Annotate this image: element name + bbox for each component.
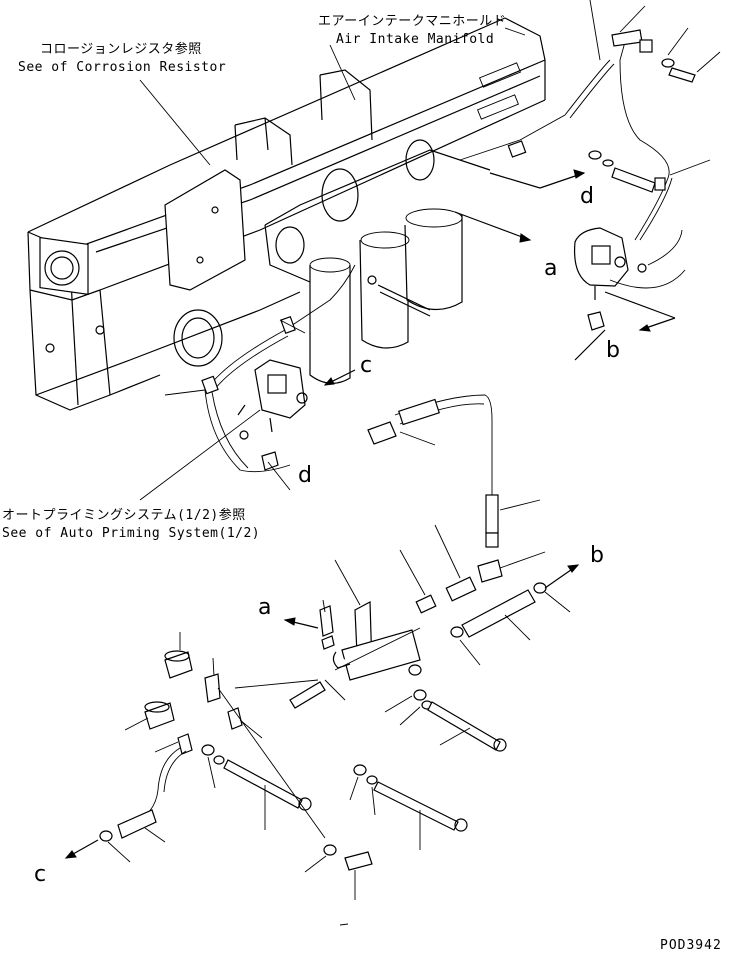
- ref-letter-c-lower: c: [34, 862, 47, 887]
- ref-letter-b-lower: b: [590, 543, 604, 568]
- upper-leader-lines: [139, 0, 721, 501]
- auto-priming-label-jp: オートプライミングシステム(1/2)参照: [2, 508, 246, 523]
- ref-letter-c-upper: c: [360, 353, 373, 378]
- manifold-frame: [27, 17, 546, 411]
- drawing-code: POD3942: [660, 938, 722, 953]
- ref-letter-a-upper: a: [544, 256, 558, 281]
- ref-letter-b-upper: b: [606, 338, 620, 363]
- upper-direction-arrows: [323, 169, 676, 386]
- filter-assembly: [264, 139, 491, 384]
- corrosion-resistor-label-jp: コロージョンレジスタ参照: [40, 42, 202, 57]
- ref-letter-d-upper: d: [580, 184, 594, 209]
- priming-pump: [201, 264, 356, 473]
- lower-exploded-parts: [64, 394, 580, 926]
- corrosion-resistor-label-en: See of Corrosion Resistor: [18, 60, 227, 75]
- air-intake-label-jp: エアーインテークマニホールド: [318, 14, 507, 29]
- ref-letter-a-lower: a: [258, 595, 272, 620]
- fuel-valve-right: [459, 29, 696, 331]
- auto-priming-label-en: See of Auto Priming System(1/2): [2, 526, 261, 541]
- ref-letter-d-lower: d: [298, 463, 312, 488]
- air-intake-label-en: Air Intake Manifold: [336, 32, 495, 47]
